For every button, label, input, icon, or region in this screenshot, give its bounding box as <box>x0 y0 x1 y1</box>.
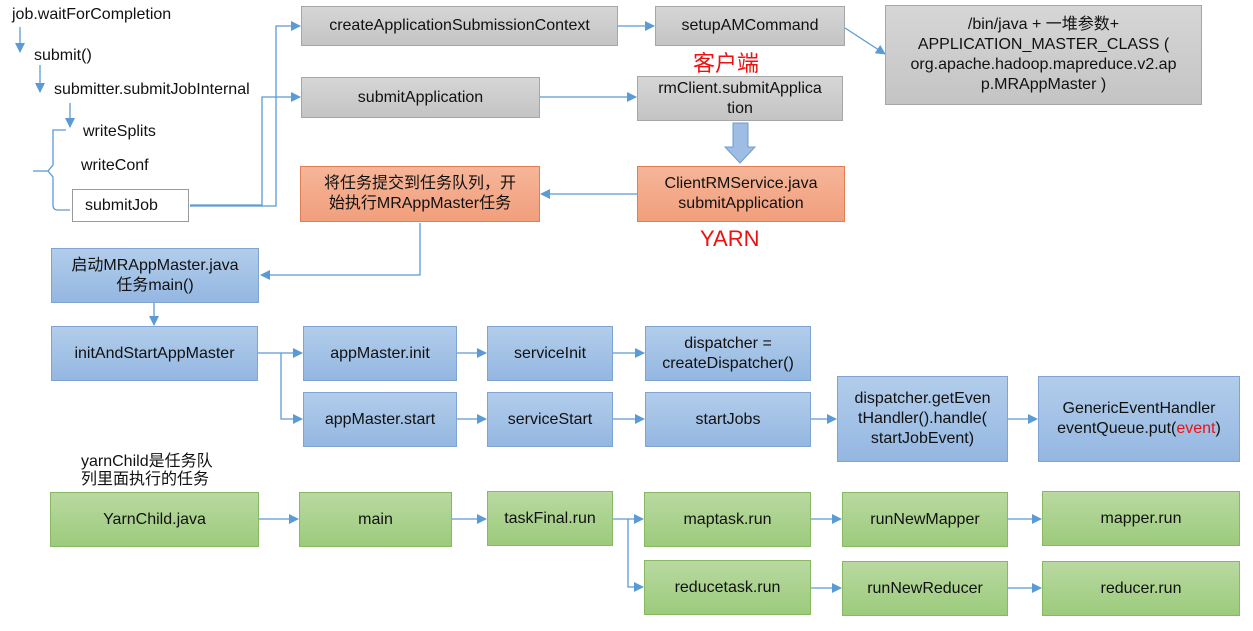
am-command-line2: APPLICATION_MASTER_CLASS ( <box>917 36 1170 53</box>
box-init-and-start-app-master: initAndStartAppMaster <box>51 326 258 381</box>
submit-job-text: submitJob <box>85 196 158 214</box>
box-get-event-handler: dispatcher.getEven tHandler().handle( st… <box>837 376 1008 462</box>
task-final-run-text: taskFinal.run <box>504 509 596 527</box>
reducetask-run-text: reducetask.run <box>674 578 781 596</box>
box-start-jobs: startJobs <box>645 392 811 447</box>
get-handler-line1: dispatcher.getEven <box>854 390 991 407</box>
client-rm-service-line2: submitApplication <box>678 195 804 212</box>
mapper-run-text: mapper.run <box>1100 509 1182 527</box>
run-new-reducer-text: runNewReducer <box>867 579 983 597</box>
yarn-child-note-line2: 列里面执行的任务 <box>81 470 210 488</box>
box-run-new-reducer: runNewReducer <box>842 561 1008 616</box>
dispatcher-line1: dispatcher = <box>684 334 772 352</box>
client-label: 客户端 <box>693 51 760 76</box>
yarn-child-note: yarnChild是任务队 列里面执行的任务 <box>81 453 213 488</box>
get-handler-line2: tHandler().handle( <box>858 410 987 427</box>
generic-line2-suffix: ) <box>1215 420 1221 437</box>
box-main: main <box>299 492 452 547</box>
box-generic-event-handler: GenericEventHandler eventQueue.put(event… <box>1038 376 1240 462</box>
box-reducer-run: reducer.run <box>1042 561 1240 616</box>
box-yarn-child-java: YarnChild.java <box>50 492 259 547</box>
generic-line2: eventQueue.put(event) <box>1057 419 1221 439</box>
yarn-child-java-text: YarnChild.java <box>103 510 206 528</box>
label-submit-job-internal: submitter.submitJobInternal <box>54 81 250 98</box>
am-command-line4: p.MRAppMaster ) <box>980 76 1107 93</box>
rm-client-line1: rmClient.submitApplica <box>658 79 822 97</box>
setup-am-command-text: setupAMCommand <box>681 17 819 34</box>
maptask-run-text: maptask.run <box>683 510 772 528</box>
box-start-mrappmaster: 启动MRAppMaster.java 任务main() <box>51 248 259 303</box>
main-text: main <box>358 510 393 528</box>
get-handler-line3: startJobEvent) <box>870 430 975 447</box>
start-jobs-text: startJobs <box>695 410 761 428</box>
block-arrow-down-icon <box>723 122 757 164</box>
box-app-master-init: appMaster.init <box>303 326 457 381</box>
queue-task-line2: 始执行MRAppMaster任务 <box>328 195 512 212</box>
dispatcher-line2: createDispatcher() <box>662 354 794 372</box>
box-queue-task: 将任务提交到任务队列，开 始执行MRAppMaster任务 <box>300 166 540 222</box>
client-rm-service-line1: ClientRMService.java <box>664 175 818 192</box>
arrow-setup-to-command <box>844 27 886 55</box>
arrow-initstart-to-start <box>280 353 303 424</box>
bracket <box>47 129 70 211</box>
label-wait-for-completion: job.waitForCompletion <box>12 6 172 23</box>
queue-task-line1: 将任务提交到任务队列，开 <box>323 175 516 192</box>
box-client-rm-service: ClientRMService.java submitApplication <box>637 166 845 222</box>
box-create-dispatcher: dispatcher = createDispatcher() <box>645 326 811 381</box>
rm-client-line2: tion <box>727 99 753 117</box>
box-service-start: serviceStart <box>487 392 613 447</box>
am-init-text: appMaster.init <box>330 344 430 362</box>
run-new-mapper-text: runNewMapper <box>870 510 980 528</box>
box-submit-job: submitJob <box>72 189 189 222</box>
generic-line2-event: event <box>1176 420 1216 437</box>
label-write-splits: writeSplits <box>83 123 156 140</box>
create-context-text: createApplicationSubmissionContext <box>329 17 590 34</box>
label-write-conf: writeConf <box>81 157 149 174</box>
label-submit: submit() <box>34 47 92 64</box>
generic-line2-prefix: eventQueue.put( <box>1057 420 1177 437</box>
box-maptask-run: maptask.run <box>644 492 811 547</box>
box-setup-am-command: setupAMCommand <box>655 6 845 46</box>
box-create-context: createApplicationSubmissionContext <box>301 6 618 46</box>
box-reducetask-run: reducetask.run <box>644 560 811 615</box>
service-init-text: serviceInit <box>513 344 587 362</box>
am-command-line1: /bin/java + 一堆参数+ <box>967 16 1120 33</box>
box-rm-client: rmClient.submitApplica tion <box>637 76 843 121</box>
box-am-command: /bin/java + 一堆参数+ APPLICATION_MASTER_CLA… <box>885 5 1202 105</box>
box-run-new-mapper: runNewMapper <box>842 492 1008 547</box>
arrow-submitjob-to-submitapp <box>190 92 301 206</box>
generic-line1: GenericEventHandler <box>1062 400 1216 417</box>
yarn-child-note-line1: yarnChild是任务队 <box>81 453 213 470</box>
start-mrappmaster-line2: 任务main() <box>116 276 194 294</box>
arrow-taskfinal-to-reducetask <box>627 519 644 592</box>
init-and-start-text: initAndStartAppMaster <box>74 344 235 362</box>
service-start-text: serviceStart <box>507 410 593 428</box>
submit-application-text: submitApplication <box>357 88 484 106</box>
box-app-master-start: appMaster.start <box>303 392 457 447</box>
box-submit-application: submitApplication <box>301 77 540 118</box>
box-service-init: serviceInit <box>487 326 613 381</box>
box-task-final-run: taskFinal.run <box>487 491 613 546</box>
am-start-text: appMaster.start <box>324 410 436 428</box>
arrow-queue-to-mrappmaster <box>260 223 421 280</box>
watermark <box>940 598 951 629</box>
start-mrappmaster-line1: 启动MRAppMaster.java <box>71 256 239 274</box>
box-mapper-run: mapper.run <box>1042 491 1240 546</box>
yarn-label: YARN <box>700 226 760 251</box>
reducer-run-text: reducer.run <box>1100 579 1182 597</box>
am-command-line3: org.apache.hadoop.mapreduce.v2.ap <box>910 56 1177 73</box>
arrow-submitjob-to-context <box>190 21 301 207</box>
